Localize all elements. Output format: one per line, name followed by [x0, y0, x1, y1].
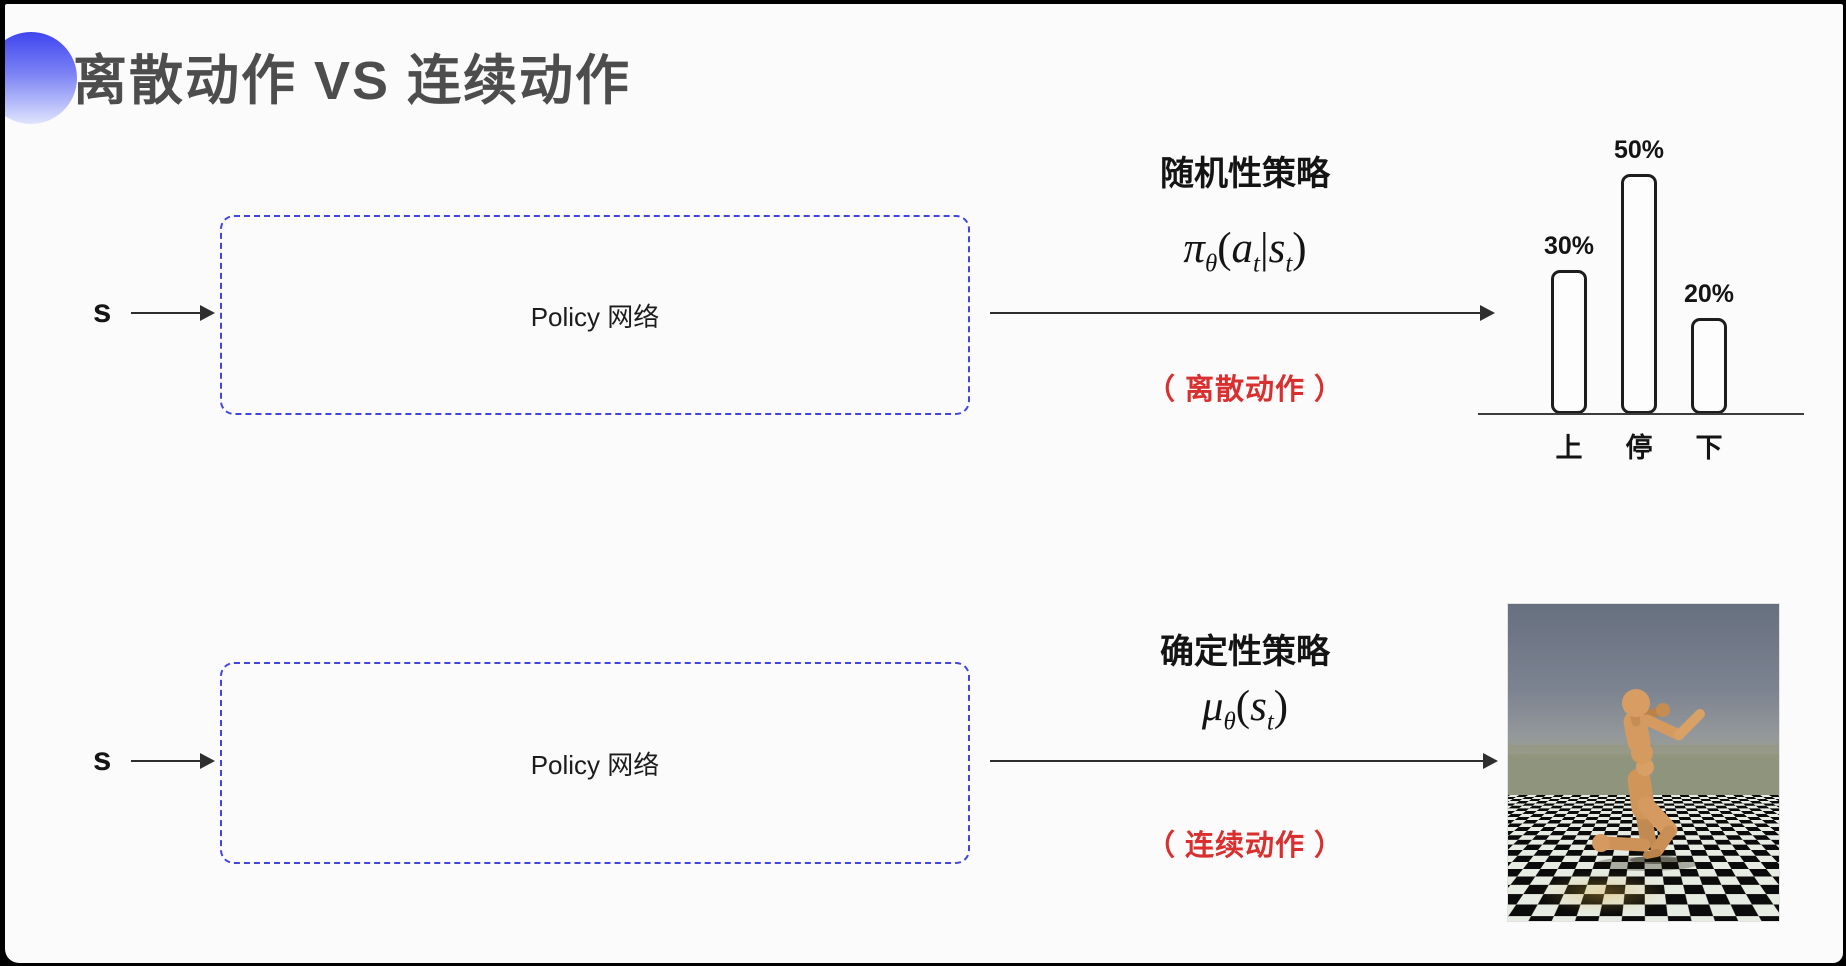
policy-network-label-top: Policy 网络	[530, 301, 660, 332]
stochastic-policy-title: 随机性策略	[1160, 155, 1330, 193]
scene-floor-reflection	[1536, 872, 1671, 914]
state-input-label-bottom: s	[93, 740, 112, 777]
formula-arg1: a	[1231, 225, 1254, 272]
formula-lparen: (	[1235, 683, 1251, 730]
arrow-input-bottom	[131, 753, 215, 769]
page-title: 离散动作 VS 连续动作	[73, 51, 632, 111]
formula-arg2-sub: t	[1285, 250, 1293, 278]
formula-symbol: μ	[1201, 683, 1224, 730]
formula-lparen: (	[1217, 225, 1232, 272]
bar-category-label: 下	[1695, 433, 1723, 463]
bar	[1551, 270, 1587, 414]
slide: 离散动作 VS 连续动作 s Policy 网络 随机性策略 πθ(at|st)…	[5, 4, 1843, 963]
bar-value-label: 20%	[1683, 280, 1735, 308]
formula-arg-sub: t	[1266, 708, 1274, 736]
bar	[1621, 174, 1657, 414]
bar-value-label: 50%	[1613, 136, 1665, 164]
stochastic-policy-formula: πθ(at|st)	[1035, 224, 1455, 279]
bar-chart-categories: 上停下	[1534, 426, 1744, 465]
deterministic-policy-formula: μθ(st)	[1035, 682, 1455, 737]
humanoid-robot-figure	[1592, 689, 1705, 871]
discrete-action-note: （ 离散动作 ）	[1145, 374, 1345, 406]
bar-group: 30%	[1534, 232, 1604, 414]
formula-rparen: )	[1292, 225, 1307, 272]
bar-chart-bars: 30% 50% 20%	[1534, 100, 1744, 414]
policy-network-label-bottom: Policy 网络	[530, 749, 660, 780]
deterministic-policy-title: 确定性策略	[1160, 633, 1330, 671]
bar-group: 20%	[1674, 280, 1744, 414]
humanoid-simulation-image	[1507, 603, 1780, 922]
formula-symbol: π	[1183, 225, 1205, 272]
action-probability-bar-chart: 30% 50% 20% 上 停 下	[1478, 100, 1804, 482]
formula-arg2: s	[1268, 225, 1286, 272]
bar	[1691, 318, 1727, 414]
formula-symbol-sub: θ	[1204, 250, 1218, 278]
continuous-action-note: （ 连续动作 ）	[1145, 830, 1345, 862]
bar-value-label: 30%	[1543, 232, 1595, 260]
formula-pipe: |	[1259, 225, 1269, 272]
arrow-output-bottom	[990, 753, 1498, 769]
bar-category-label: 上	[1555, 433, 1583, 463]
arrow-input-top	[131, 305, 215, 321]
accent-circle-decoration	[5, 32, 77, 124]
arrow-output-top	[990, 305, 1495, 321]
formula-symbol-sub: θ	[1223, 708, 1236, 736]
state-input-label-top: s	[93, 292, 112, 329]
bar-category-label: 停	[1625, 433, 1653, 463]
formula-arg: s	[1250, 683, 1267, 730]
formula-rparen: )	[1273, 683, 1289, 730]
policy-network-box-top: Policy 网络	[220, 215, 970, 415]
bar-chart-baseline	[1478, 413, 1804, 415]
policy-network-box-bottom: Policy 网络	[220, 662, 970, 864]
formula-arg1-sub: t	[1253, 250, 1260, 278]
bar-group: 50%	[1604, 136, 1674, 414]
